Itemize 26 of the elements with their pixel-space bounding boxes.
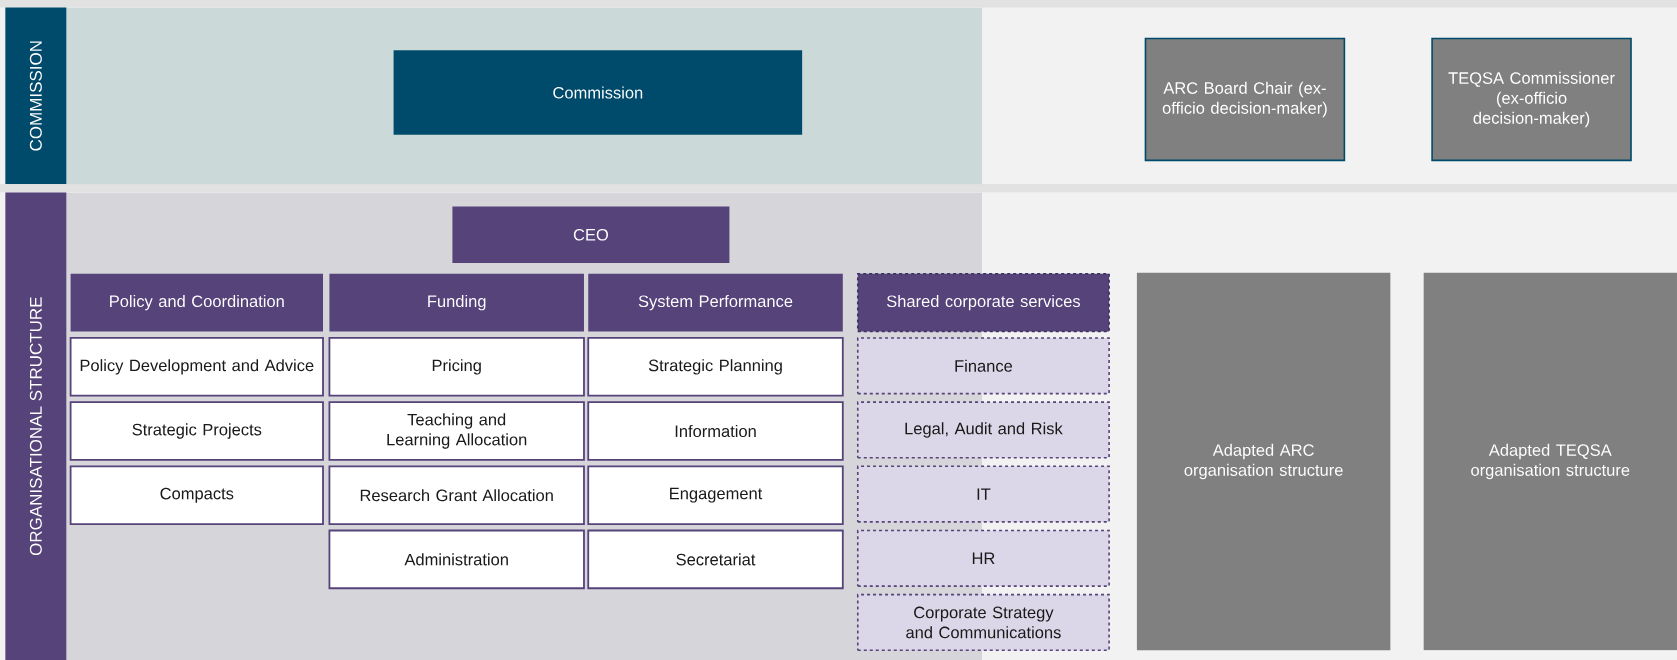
division-header: Policy and Coordination [70, 273, 323, 332]
unit-box: Policy Development and Advice [69, 337, 324, 397]
service-box: HR [856, 529, 1110, 587]
structure-box: Adapted TEQSA organisation structure [1423, 272, 1677, 651]
division-header: System Performance [588, 273, 843, 332]
unit-box: Teaching and Learning Allocation [328, 401, 585, 461]
role-box: TEQSA Commissioner (ex-officio decision-maker) [1431, 37, 1632, 162]
ceo-box: CEO [452, 206, 730, 264]
unit-box: Information [587, 401, 844, 461]
division-header: Funding [329, 273, 584, 332]
role-box: ARC Board Chair (ex-officio decision-maker) [1144, 37, 1346, 162]
unit-box: Strategic Planning [587, 337, 844, 397]
service-box: Finance [856, 337, 1110, 395]
unit-box: Compacts [69, 465, 324, 525]
unit-box: Engagement [587, 465, 844, 525]
service-box: Corporate Strategy and Communications [856, 593, 1110, 652]
unit-box: Secretariat [587, 529, 844, 590]
service-box: IT [856, 465, 1110, 523]
unit-box: Research Grant Allocation [328, 465, 585, 525]
unit-box: Administration [328, 529, 585, 590]
unit-box: Pricing [328, 337, 585, 397]
commission-box: Commission [393, 50, 803, 135]
service-box: Legal, Audit and Risk [856, 401, 1110, 459]
structure-box: Adapted ARC organisation structure [1136, 272, 1391, 651]
division-header: Shared corporate services [856, 273, 1110, 333]
unit-box: Strategic Projects [69, 401, 324, 461]
